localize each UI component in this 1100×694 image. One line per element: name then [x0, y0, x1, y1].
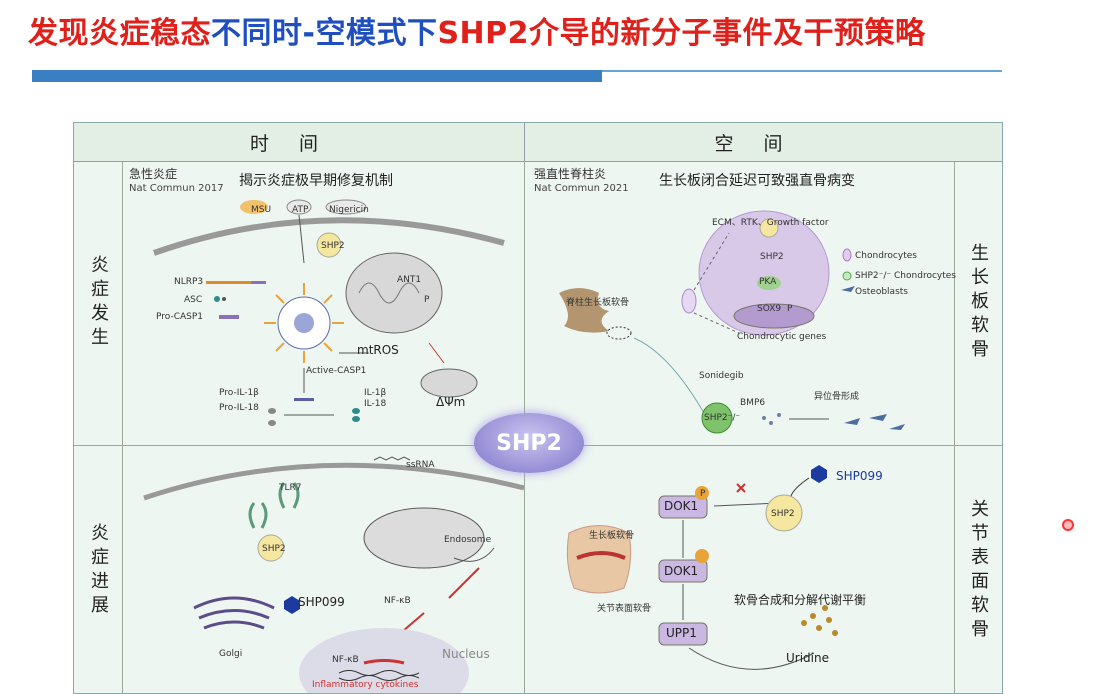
q1-label-pro-il18: Pro-IL-18 — [219, 403, 259, 413]
q4-label-p: P — [700, 489, 706, 499]
q2-label-bmp6: BMP6 — [740, 398, 766, 408]
q1-label-il1b: IL-1β — [364, 388, 387, 398]
row-label-inflammation-progress: 炎症进展 — [88, 523, 109, 619]
q3-label-shp099: SHP099 — [298, 595, 345, 609]
q1-label-atp: ATP — [292, 205, 309, 215]
q1-label-mtros: mtROS — [357, 343, 399, 357]
slide-title: 发现炎症稳态不同时-空模式下SHP2介导的新分子事件及干预策略 — [28, 8, 926, 52]
header-space: 空间 — [525, 123, 1002, 162]
q4-label-dok1: DOK1 — [664, 564, 699, 578]
q2-label-spine-growth-plate: 脊柱生长板软骨 — [566, 298, 630, 308]
q2-label-shp2ko-cell: SHP2⁻/⁻ — [704, 413, 741, 423]
q2-legend-shp2ko: SHP2⁻/⁻ Chondrocytes — [855, 271, 956, 281]
title-underline-line — [602, 70, 1002, 72]
q2-label-chondro-genes: Chondrocytic genes — [737, 332, 827, 342]
figure-panel: 时间 空间 炎症发生 炎症进展 生长板软骨 关节表面软骨 急性炎症 Nat Co… — [73, 122, 1003, 694]
divider-right — [954, 161, 955, 693]
q2-legend-chondrocytes: Chondrocytes — [855, 251, 917, 261]
q4-label-shp099: SHP099 — [836, 469, 883, 483]
q2-label-shp2: SHP2 — [760, 252, 784, 262]
q1-label-ant1: ANT1 — [397, 275, 422, 285]
q1-label-il18: IL-18 — [364, 399, 387, 409]
title-underline-bar — [32, 70, 602, 82]
q2-journal: Nat Commun 2021 — [534, 183, 629, 194]
q2-type: 强直性脊柱炎 — [534, 167, 607, 181]
laser-pointer-dot — [1062, 519, 1074, 531]
q4-label-metabolic-balance: 软骨合成和分解代谢平衡 — [734, 593, 867, 607]
q1-journal: Nat Commun 2017 — [129, 183, 224, 194]
q2-legend-osteoblasts: Osteoblasts — [855, 287, 908, 297]
q2-heading: 生长板闭合延迟可致强直骨病变 — [659, 173, 855, 189]
q1-label-nlrp3: NLRP3 — [174, 277, 204, 287]
q4-label-dok1-p: DOK1 — [664, 499, 699, 513]
q1-label-asc: ASC — [184, 295, 203, 305]
title-part2: 不同时-空模式下 — [211, 16, 438, 51]
q1-type: 急性炎症 — [129, 167, 178, 181]
q3-label-cytokines: Inflammatory cytokines — [312, 680, 419, 690]
q2-label-p: P — [787, 304, 793, 314]
q1-label-delta-psi: ΔΨm — [436, 395, 466, 409]
header-time: 时间 — [74, 123, 525, 162]
q3-label-endosome: Endosome — [444, 535, 492, 545]
q4-label-shp2: SHP2 — [771, 509, 795, 519]
q1-label-active-casp1: Active-CASP1 — [306, 366, 367, 376]
q1-label-msu: MSU — [251, 205, 272, 215]
q2-label-ecm: ECM、RTK、Growth factor — [712, 218, 829, 228]
q3-label-nucleus: Nucleus — [442, 647, 490, 661]
q4-label-articular: 关节表面软骨 — [597, 604, 652, 614]
q3-label-ssrna: ssRNA — [406, 460, 435, 470]
q1-heading: 揭示炎症极早期修复机制 — [239, 173, 393, 189]
q1-label-p: P — [424, 295, 430, 305]
q4-label-upp1: UPP1 — [666, 626, 697, 640]
q3-label-shp2: SHP2 — [262, 544, 286, 554]
q2-label-pka: PKA — [759, 277, 777, 287]
q2-diagram — [559, 210, 905, 434]
center-shp2-node: SHP2 — [474, 413, 584, 473]
q3-label-nfkb-nuclear: NF-κB — [332, 655, 359, 665]
q3-label-golgi: Golgi — [219, 649, 243, 659]
q1-label-pro-casp1: Pro-CASP1 — [156, 312, 203, 322]
q2-label-sox9: SOX9 — [757, 304, 782, 314]
row-label-inflammation-onset: 炎症发生 — [88, 255, 109, 351]
q1-label-shp2: SHP2 — [321, 241, 345, 251]
q3-label-nfkb: NF-κB — [384, 596, 411, 606]
q1-diagram — [153, 199, 505, 426]
title-part1: 发现炎症稳态 — [28, 16, 211, 51]
title-part4: 介导的新分子事件及干预策略 — [529, 16, 926, 51]
q4-label-growth-plate: 生长板软骨 — [589, 531, 635, 541]
q2-label-ectopic-bone: 异位骨形成 — [814, 392, 860, 402]
divider-left — [122, 161, 123, 693]
q2-label-sonidegib: Sonidegib — [699, 371, 744, 381]
row-label-articular-cartilage: 关节表面软骨 — [968, 499, 989, 643]
row-label-growth-plate: 生长板软骨 — [968, 243, 989, 363]
q1-label-pro-il1b: Pro-IL-1β — [219, 388, 259, 398]
q3-diagram — [143, 456, 524, 693]
title-part3: SHP2 — [437, 16, 530, 51]
q4-diagram — [566, 465, 838, 670]
q3-label-tlr7: TLR7 — [279, 483, 302, 493]
q1-label-nigericin: Nigericin — [329, 205, 369, 215]
q4-label-uridine: Uridine — [786, 651, 829, 665]
